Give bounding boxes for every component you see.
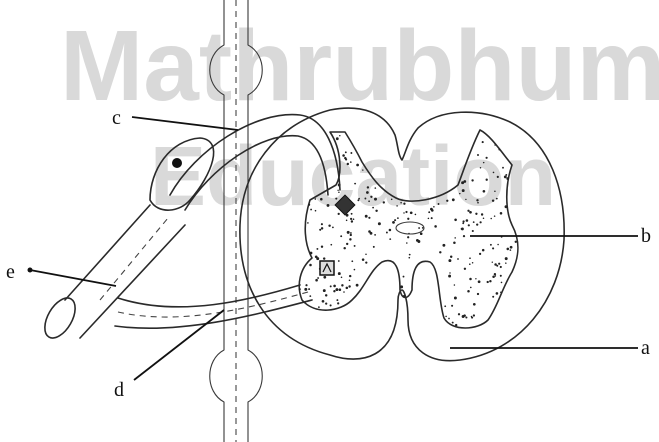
leader-e bbox=[30, 270, 116, 286]
label-a: a bbox=[641, 337, 650, 359]
ventral-root bbox=[115, 285, 312, 328]
label-e: e bbox=[6, 261, 15, 283]
label-d: d bbox=[114, 379, 124, 401]
ganglion-cell-body bbox=[172, 158, 182, 168]
watermark-line1: Mathrubhumi bbox=[60, 10, 659, 122]
spinal-nerve bbox=[39, 205, 185, 343]
label-c: c bbox=[112, 107, 121, 129]
label-b: b bbox=[641, 225, 651, 247]
